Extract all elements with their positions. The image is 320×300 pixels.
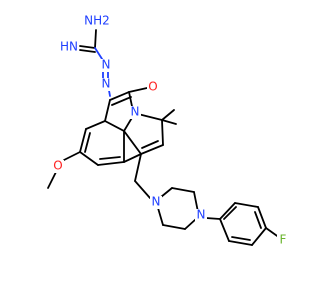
nh2-label: NH2 (84, 14, 110, 28)
bond-b2 (79, 128, 87, 153)
bond-ch2-n (134, 180, 151, 199)
azo-n2-label: N (102, 77, 111, 91)
nh-label: HN (60, 40, 78, 54)
bond-c-ch2 (134, 153, 142, 182)
bond-p6 (184, 218, 197, 230)
bond-ph2 (234, 202, 259, 208)
bond-ph4 (251, 227, 267, 246)
bond-p1 (160, 187, 173, 198)
bond-c-nh2 (94, 29, 97, 49)
bond-b1 (85, 120, 106, 130)
methoxy-o-label: O (53, 159, 62, 173)
bond-ph1 (219, 202, 236, 220)
bond-ome-me (47, 171, 57, 189)
piperazine-n2-label: N (197, 208, 206, 222)
bond-p4 (157, 207, 164, 226)
bond-ph3b (254, 211, 262, 229)
carbonyl-o-label: O (148, 80, 157, 94)
azo-n1-label: N (102, 58, 111, 72)
bond-cq-ch (161, 119, 164, 146)
bond-r1b (111, 96, 132, 106)
bond-n-cq (137, 113, 163, 121)
bond-layer (47, 29, 281, 246)
molecule-structure: NH2 HN N N N O O N N F (47, 13, 289, 247)
bond-b2b (84, 132, 91, 153)
bond-c-nh (79, 45, 96, 49)
bond-me2 (161, 119, 177, 125)
bond-b4 (97, 161, 125, 166)
bond-c-nh-2 (79, 49, 96, 53)
bond-ph1b (223, 206, 237, 220)
bond-n-ph (205, 217, 221, 220)
bond-p2 (171, 187, 195, 193)
piperazine-n1-label: N (152, 195, 161, 209)
bond-c-ring (123, 130, 142, 155)
atom-label-layer: NH2 HN N N N O O N N F (52, 14, 289, 247)
bond-r4 (104, 120, 125, 132)
bond-r3 (104, 99, 111, 122)
bond-b4b (99, 156, 121, 160)
fluorine-label: F (280, 233, 287, 247)
bond-ph3 (257, 206, 267, 229)
bond-ch-c-2 (141, 140, 159, 149)
bond-b5 (123, 153, 142, 163)
ring-n-label: N (131, 105, 140, 119)
bond-me1 (161, 109, 175, 121)
bond-ph6 (219, 218, 230, 242)
bond-p5 (162, 224, 186, 230)
bond-c-o (128, 87, 148, 93)
bond-p3 (193, 191, 199, 213)
bond-c-ome (63, 151, 81, 161)
bond-b3 (79, 151, 99, 166)
bond-ph5 (228, 240, 253, 246)
structure-canvas: NH2 HN N N N O O N N F (47, 13, 289, 247)
bond-ph5b (231, 236, 251, 241)
bond-ch-c (140, 144, 164, 155)
bond-r1 (109, 91, 130, 101)
